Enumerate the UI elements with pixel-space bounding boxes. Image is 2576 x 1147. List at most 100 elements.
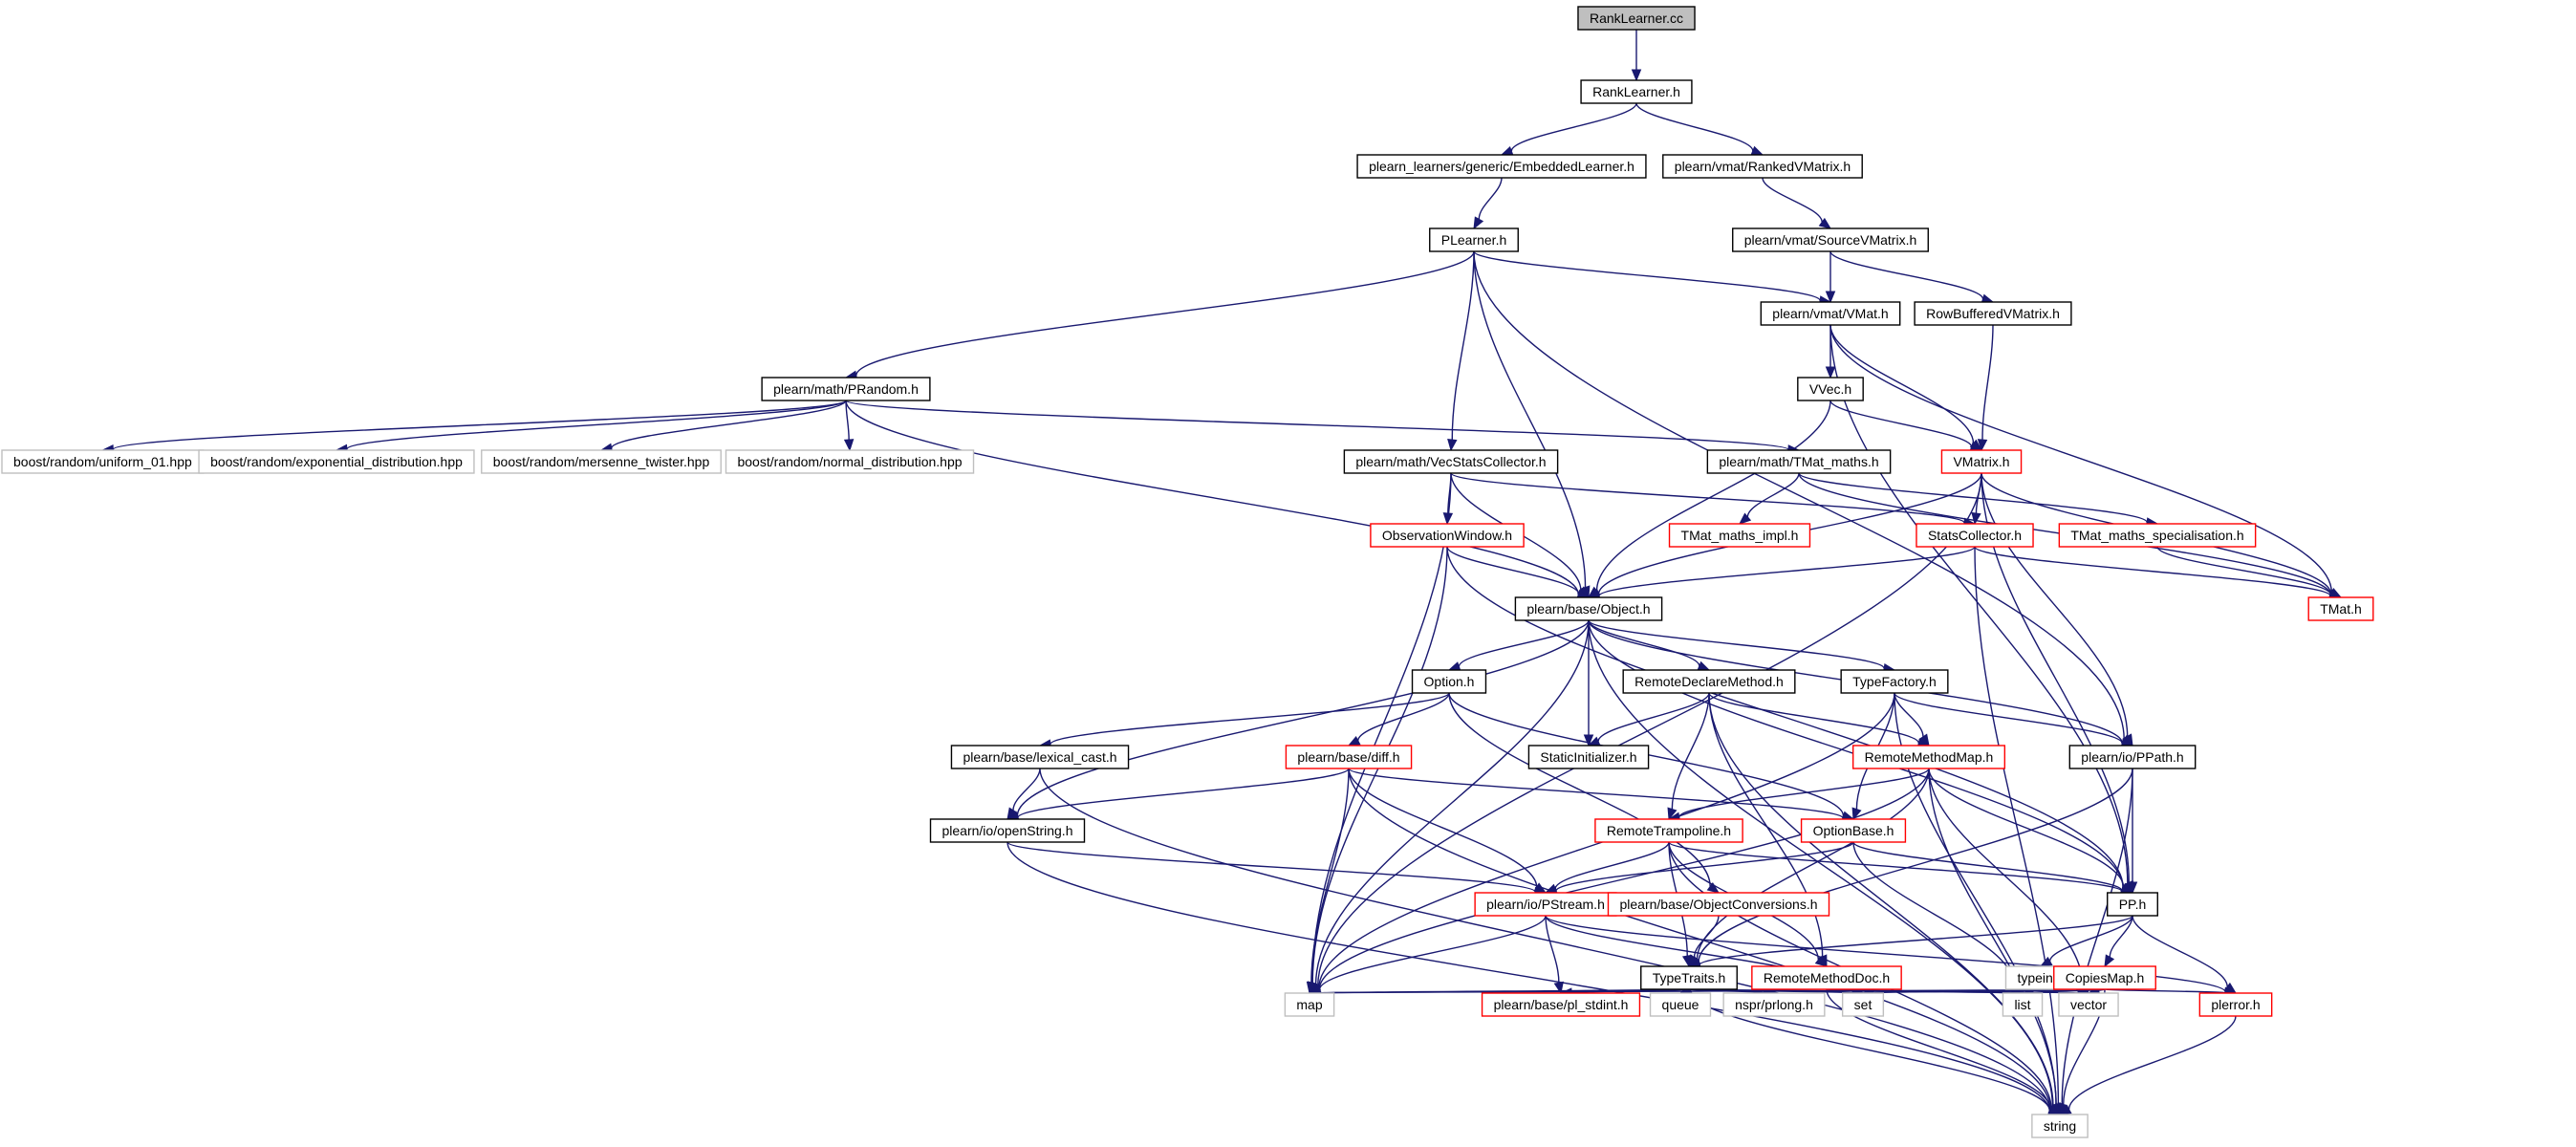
dependency-edge: [1829, 400, 1973, 447]
node-box: [1527, 745, 1650, 769]
node-plearn-base-object-h[interactable]: plearn/base/Object.h: [1514, 596, 1663, 621]
node-plearn-base-pl-stdint-h[interactable]: plearn/base/pl_stdint.h: [1481, 992, 1641, 1017]
node-pp-h[interactable]: PP.h: [2107, 892, 2158, 917]
edge-arrowhead: [1750, 145, 1764, 156]
node-box: [1, 449, 205, 474]
node-label: typeinfo: [2017, 970, 2064, 985]
dependency-edge: [1446, 546, 1580, 595]
dependency-edge: [1829, 324, 1975, 444]
node-plerror-h[interactable]: plerror.h: [2198, 992, 2273, 1017]
node-plearn-vmat-vmat-h[interactable]: plearn/vmat/VMat.h: [1760, 301, 1901, 326]
node-plearn-io-openstring-h[interactable]: plearn/io/openString.h: [929, 818, 1086, 843]
dependency-edge: [1981, 324, 1994, 441]
node-box: [2198, 992, 2273, 1017]
node-label: boost/random/exponential_distribution.hp…: [210, 454, 463, 469]
node-remotetrampoline-h[interactable]: RemoteTrampoline.h: [1594, 818, 1743, 843]
dependency-edge: [2109, 915, 2133, 958]
node-plearn-math-prandom-h[interactable]: plearn/math/PRandom.h: [761, 377, 931, 401]
node-plearn-math-tmat-maths-h[interactable]: plearn/math/TMat_maths.h: [1706, 449, 1892, 474]
edge-arrowhead: [1977, 439, 1988, 452]
dependency-edge: [1039, 768, 2051, 1112]
node-vmatrix-h[interactable]: VMatrix.h: [1940, 449, 2023, 474]
node-box: [950, 745, 1130, 769]
node-box: [1580, 79, 1693, 104]
node-label: PLearner.h: [1441, 232, 1507, 248]
node-label: vector: [2070, 997, 2107, 1012]
node-remotemethodmap-h[interactable]: RemoteMethodMap.h: [1851, 745, 2006, 769]
node-label: string: [2044, 1118, 2076, 1134]
node-optionbase-h[interactable]: OptionBase.h: [1800, 818, 1907, 843]
node-box: [725, 449, 975, 474]
dependency-edge: [1668, 841, 2123, 893]
dependency-edge: [1762, 177, 1823, 223]
node-plearn-learners-generic-embeddedlearner-h[interactable]: plearn_learners/generic/EmbeddedLearner.…: [1356, 154, 1647, 179]
node-label: plearn/math/TMat_maths.h: [1719, 454, 1878, 469]
dependency-edge: [1699, 915, 2133, 966]
node-label: map: [1296, 997, 1322, 1012]
node-label: Option.h: [1424, 674, 1475, 689]
node-plearner-h[interactable]: PLearner.h: [1429, 227, 1519, 252]
node-plearn-io-ppath-h[interactable]: plearn/io/PPath.h: [2068, 745, 2197, 769]
node-observationwindow-h[interactable]: ObservationWindow.h: [1370, 523, 1525, 548]
edge-arrowhead: [1583, 734, 1594, 747]
node-label: plearn/base/Object.h: [1526, 601, 1650, 617]
node-statscollector-h[interactable]: StatsCollector.h: [1916, 523, 2034, 548]
dependency-edge: [1473, 250, 1587, 588]
node-box: [2031, 1114, 2089, 1138]
node-boost-random-exponential-distribution-hpp: boost/random/exponential_distribution.hp…: [198, 449, 475, 474]
node-plearn-base-objectconversions-h[interactable]: plearn/base/ObjectConversions.h: [1607, 892, 1830, 917]
node-vvec-h[interactable]: VVec.h: [1797, 377, 1864, 401]
node-boost-random-mersenne-twister-hpp: boost/random/mersenne_twister.hpp: [481, 449, 722, 474]
node-box: [1732, 227, 1929, 252]
node-typetraits-h[interactable]: TypeTraits.h: [1640, 965, 1738, 990]
node-label: RemoteMethodMap.h: [1865, 749, 1994, 765]
node-tmat-h[interactable]: TMat.h: [2307, 596, 2374, 621]
edge-arrowhead: [1971, 511, 1981, 526]
node-box: [1474, 892, 1617, 917]
node-label: boost/random/uniform_01.hpp: [13, 454, 192, 469]
node-box: [1284, 992, 1335, 1017]
dependency-edge: [855, 250, 1475, 377]
edge-arrowhead: [1500, 145, 1514, 156]
node-plearn-vmat-sourcevmatrix-h[interactable]: plearn/vmat/SourceVMatrix.h: [1732, 227, 1929, 252]
node-label: plearn/io/openString.h: [942, 823, 1073, 838]
node-tmat-maths-impl-h[interactable]: TMat_maths_impl.h: [1668, 523, 1811, 548]
node-label: RemoteDeclareMethod.h: [1634, 674, 1784, 689]
node-label: plearn/math/VecStatsCollector.h: [1355, 454, 1546, 469]
node-label: RowBufferedVMatrix.h: [1926, 306, 2060, 321]
node-typefactory-h[interactable]: TypeFactory.h: [1840, 669, 1949, 694]
node-label: RemoteMethodDoc.h: [1764, 970, 1890, 985]
node-label: CopiesMap.h: [2066, 970, 2145, 985]
node-ranklearner-cc: RankLearner.cc: [1577, 6, 1696, 31]
dependency-edge: [1746, 472, 1800, 518]
node-plearn-base-diff-h[interactable]: plearn/base/diff.h: [1285, 745, 1413, 769]
node-vector: vector: [2058, 992, 2119, 1017]
node-staticinitializer-h[interactable]: StaticInitializer.h: [1527, 745, 1650, 769]
dependency-edge: [1555, 841, 1854, 892]
node-remotemethoddoc-h[interactable]: RemoteMethodDoc.h: [1751, 965, 1902, 990]
edge-arrowhead: [1825, 291, 1836, 304]
node-plearn-math-vecstatscollector-h[interactable]: plearn/math/VecStatsCollector.h: [1343, 449, 1559, 474]
node-rowbufferedvmatrix-h[interactable]: RowBufferedVMatrix.h: [1914, 301, 2072, 326]
edge-arrowhead: [1688, 954, 1699, 968]
node-set: set: [1841, 992, 1885, 1017]
node-remotedeclaremethod-h[interactable]: RemoteDeclareMethod.h: [1622, 669, 1796, 694]
node-copiesmap-h[interactable]: CopiesMap.h: [2053, 965, 2156, 990]
dependency-edge: [1446, 546, 2124, 889]
node-box: [1577, 6, 1696, 31]
node-box: [1840, 669, 1949, 694]
node-string: string: [2031, 1114, 2089, 1138]
edge-arrowhead: [1473, 216, 1484, 230]
node-tmat-maths-specialisation-h[interactable]: TMat_maths_specialisation.h: [2058, 523, 2257, 548]
node-option-h[interactable]: Option.h: [1411, 669, 1487, 694]
node-plearn-vmat-rankedvmatrix-h[interactable]: plearn/vmat/RankedVMatrix.h: [1662, 154, 1863, 179]
dependency-edge: [1017, 768, 1350, 819]
node-plearn-base-lexical-cast-h[interactable]: plearn/base/lexical_cast.h: [950, 745, 1130, 769]
node-box: [1649, 992, 1712, 1017]
node-plearn-io-pstream-h[interactable]: plearn/io/PStream.h: [1474, 892, 1617, 917]
dependency-edge: [1448, 692, 1711, 887]
node-box: [2068, 745, 2197, 769]
node-ranklearner-h[interactable]: RankLearner.h: [1580, 79, 1693, 104]
dependency-edge: [1588, 619, 1885, 669]
